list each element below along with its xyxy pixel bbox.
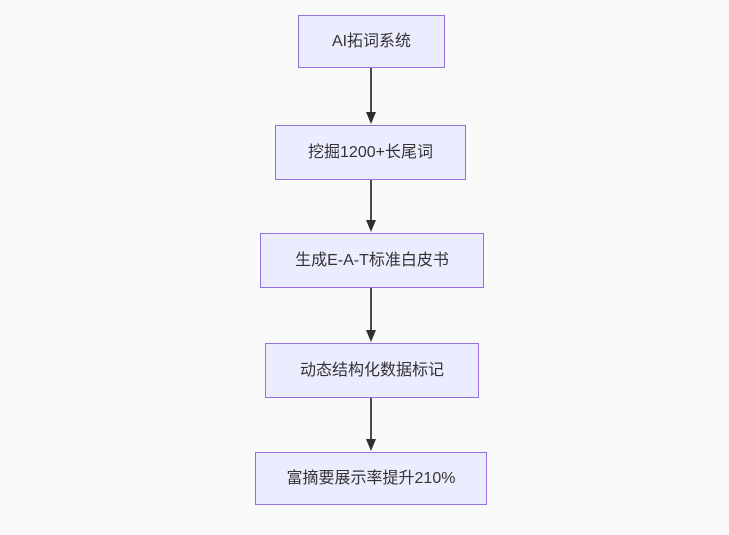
flow-node-ai-word-expansion: AI拓词系统 bbox=[298, 15, 445, 68]
flow-node-rich-snippet-uplift: 富摘要展示率提升210% bbox=[255, 452, 487, 505]
flow-node-label: 挖掘1200+长尾词 bbox=[308, 143, 433, 161]
flow-node-longtail-mining: 挖掘1200+长尾词 bbox=[275, 125, 466, 180]
flow-node-structured-data-markup: 动态结构化数据标记 bbox=[265, 343, 479, 398]
flow-arrow-a-b bbox=[366, 68, 376, 124]
flow-node-eat-whitepaper: 生成E-A-T标准白皮书 bbox=[260, 233, 484, 288]
flow-node-label: AI拓词系统 bbox=[331, 32, 412, 50]
flow-node-label: 动态结构化数据标记 bbox=[299, 361, 444, 379]
flow-node-label: 富摘要展示率提升210% bbox=[286, 469, 456, 487]
flow-arrow-b-c bbox=[366, 180, 376, 232]
flow-arrow-d-e bbox=[366, 398, 376, 451]
flow-node-label: 生成E-A-T标准白皮书 bbox=[295, 251, 449, 269]
flow-arrow-c-d bbox=[366, 288, 376, 342]
